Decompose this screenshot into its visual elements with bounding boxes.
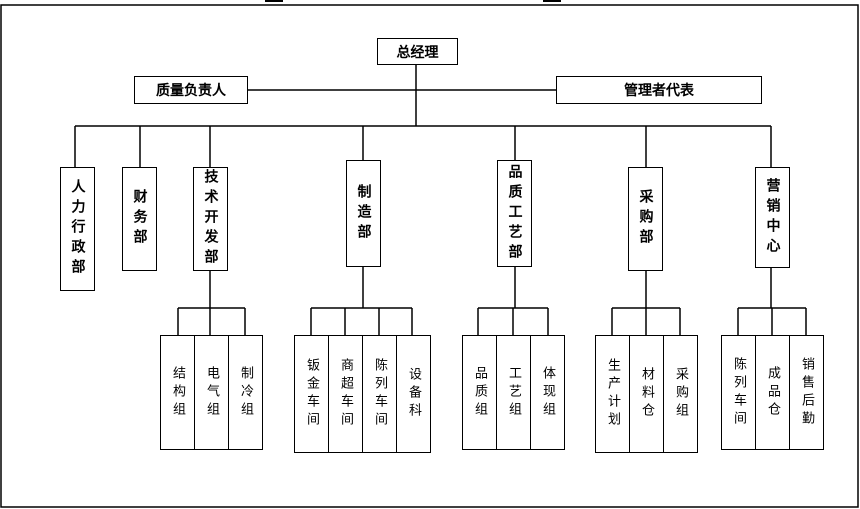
- sub-tech-structure: 结构组: [160, 335, 195, 450]
- sub-mfg-display: 陈列车间: [362, 335, 397, 453]
- management-representative-box: 管理者代表: [556, 76, 762, 104]
- dept-purchasing: 采购部: [628, 167, 663, 271]
- dept-marketing-center: 营销中心: [755, 167, 790, 268]
- sub-purchase-planning: 生产计划: [595, 335, 630, 453]
- sub-mfg-supermarket: 商超车间: [328, 335, 363, 453]
- dept-manufacturing: 制造部: [346, 160, 381, 267]
- sub-purchase-material-store: 材料仓: [629, 335, 664, 453]
- dept-quality-process: 品质工艺部: [497, 160, 532, 267]
- sub-sales-display: 陈列车间: [721, 335, 756, 450]
- sub-tech-electrical: 电气组: [194, 335, 229, 450]
- sub-quality-process: 工艺组: [496, 335, 531, 450]
- dept-finance: 财务部: [122, 167, 157, 271]
- sub-purchase-procurement: 采购组: [663, 335, 698, 453]
- sub-tech-refrigeration: 制冷组: [228, 335, 263, 450]
- quality-responsible-box: 质量负责人: [134, 76, 248, 104]
- general-manager-box: 总经理: [377, 38, 458, 65]
- sub-quality-presentation: 体现组: [530, 335, 565, 450]
- top-edge-mark: [543, 0, 561, 2]
- dept-tech-dev: 技术开发部: [193, 167, 228, 271]
- sub-mfg-equipment: 设备科: [396, 335, 431, 453]
- sub-sales-logistics: 销售后勤: [789, 335, 824, 450]
- dept-hr-admin: 人力行政部: [60, 167, 95, 291]
- outer-border: [0, 4, 859, 508]
- top-edge-mark: [265, 0, 283, 2]
- sub-sales-finished-store: 成品仓: [755, 335, 790, 450]
- sub-quality-qc: 品质组: [462, 335, 497, 450]
- sub-mfg-sheetmetal: 钣金车间: [294, 335, 329, 453]
